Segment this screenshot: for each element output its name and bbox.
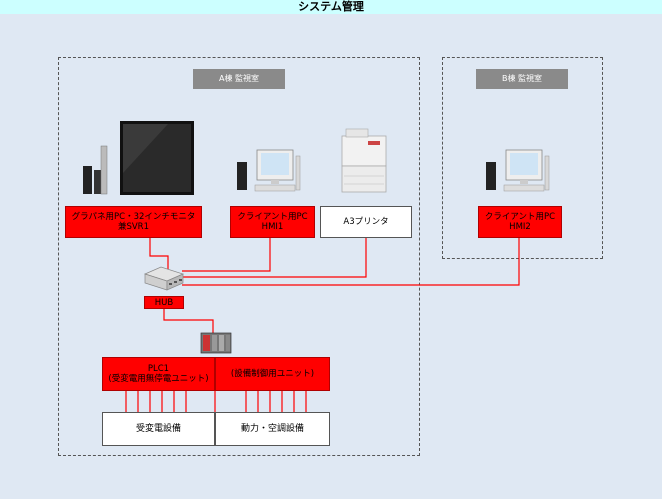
graphic-pc-monitor-icon: [83, 121, 194, 195]
link-graphic-pc-hub: [149, 238, 169, 270]
equipment-control-unit-label: (設備制御用ユニット): [215, 357, 330, 391]
link-hmi2-hub: [182, 238, 520, 286]
link-hmi1-hub: [182, 238, 271, 272]
zone-b-building: [442, 57, 603, 259]
client-pc-hmi1-icon: [237, 149, 301, 192]
link-printer-hub: [182, 238, 367, 278]
client-pc-hmi1-label: クライアント用PC HMI1: [230, 206, 315, 238]
plc-unit-label: PLC1 (受変電用無停電ユニット): [102, 357, 215, 391]
plc-device-icon: [200, 332, 232, 354]
zone-a-building: [58, 57, 420, 456]
substation-equipment-label: 受変電設備: [102, 412, 215, 446]
power-hvac-equipment-label: 動力・空調設備: [215, 412, 330, 446]
a3-printer-label: A3プリンタ: [320, 206, 412, 238]
printer-icon: [341, 128, 387, 193]
client-pc-hmi2-label: クライアント用PC HMI2: [478, 206, 562, 238]
client-pc-hmi2-icon: [486, 149, 550, 192]
graphic-panel-pc-label: グラパネ用PC・32インチモニタ 兼SVR1: [65, 206, 202, 238]
hub-device-icon: [144, 266, 184, 291]
zone-b-label: B棟 監視室: [476, 69, 568, 89]
link-hub-plc: [163, 309, 214, 338]
page-title: システム管理: [0, 0, 662, 14]
hub-label: HUB: [144, 296, 184, 309]
zone-a-label: A棟 監視室: [193, 69, 285, 89]
